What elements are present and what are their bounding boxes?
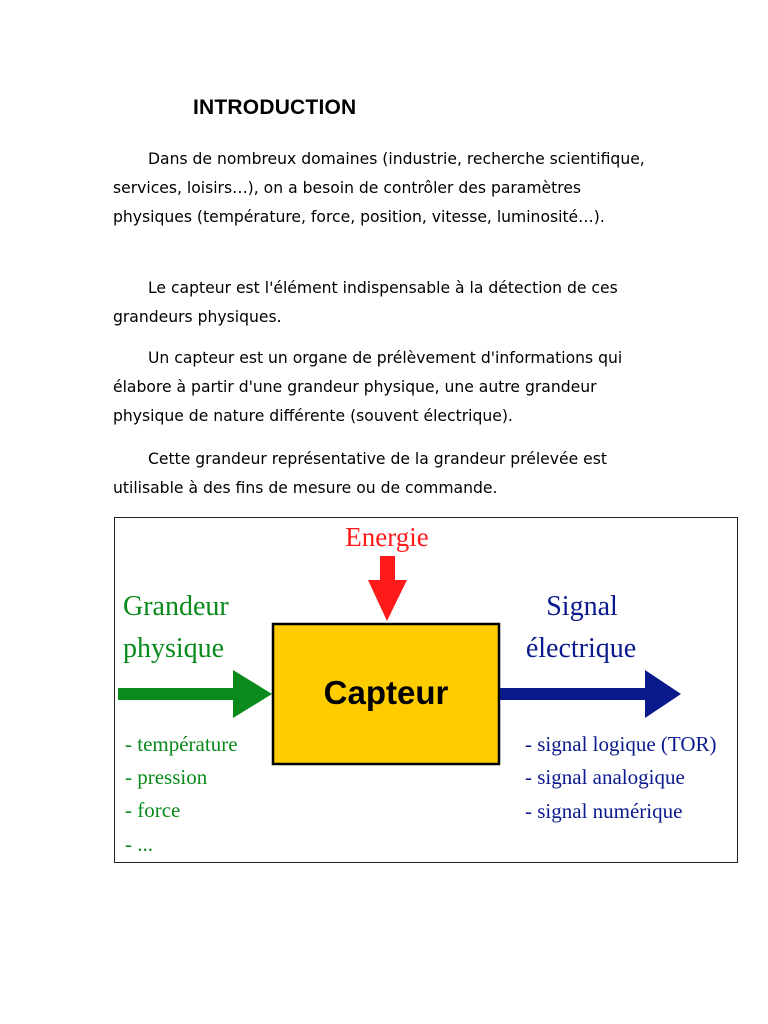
- output-example-1: - signal logique (TOR): [525, 732, 717, 756]
- input-example-4: - ...: [125, 832, 153, 856]
- output-label-line2: électrique: [526, 633, 636, 664]
- input-arrow-icon: [118, 670, 272, 718]
- sensor-diagram-svg: Energie Grandeur physique Capteur Signal…: [118, 522, 717, 856]
- sensor-box: [271, 622, 501, 766]
- output-arrow-icon: [500, 670, 681, 718]
- paragraph-3: Un capteur est un organe de prélèvement …: [113, 349, 623, 425]
- output-label-line1: Signal: [546, 591, 618, 622]
- paragraph-4: Cette grandeur représentative de la gran…: [113, 450, 607, 497]
- energy-label: Energie: [345, 522, 428, 552]
- sensor-label: Capteur: [324, 674, 449, 711]
- input-label-line2: physique: [123, 633, 224, 664]
- sensor-diagram: Energie Grandeur physique Capteur Signal…: [114, 517, 738, 863]
- paragraph-1: Dans de nombreux domaines (industrie, re…: [113, 150, 645, 226]
- input-example-1: - température: [125, 732, 238, 756]
- input-example-3: - force: [125, 798, 180, 822]
- page-title: INTRODUCTION: [193, 96, 357, 119]
- input-label-line1: Grandeur: [123, 591, 229, 622]
- output-example-3: - signal numérique: [525, 799, 682, 823]
- paragraph-2: Le capteur est l'élément indispensable à…: [113, 279, 618, 326]
- energy-arrow-icon: [368, 556, 407, 621]
- output-example-2: - signal analogique: [525, 765, 685, 789]
- input-example-2: - pression: [125, 765, 208, 789]
